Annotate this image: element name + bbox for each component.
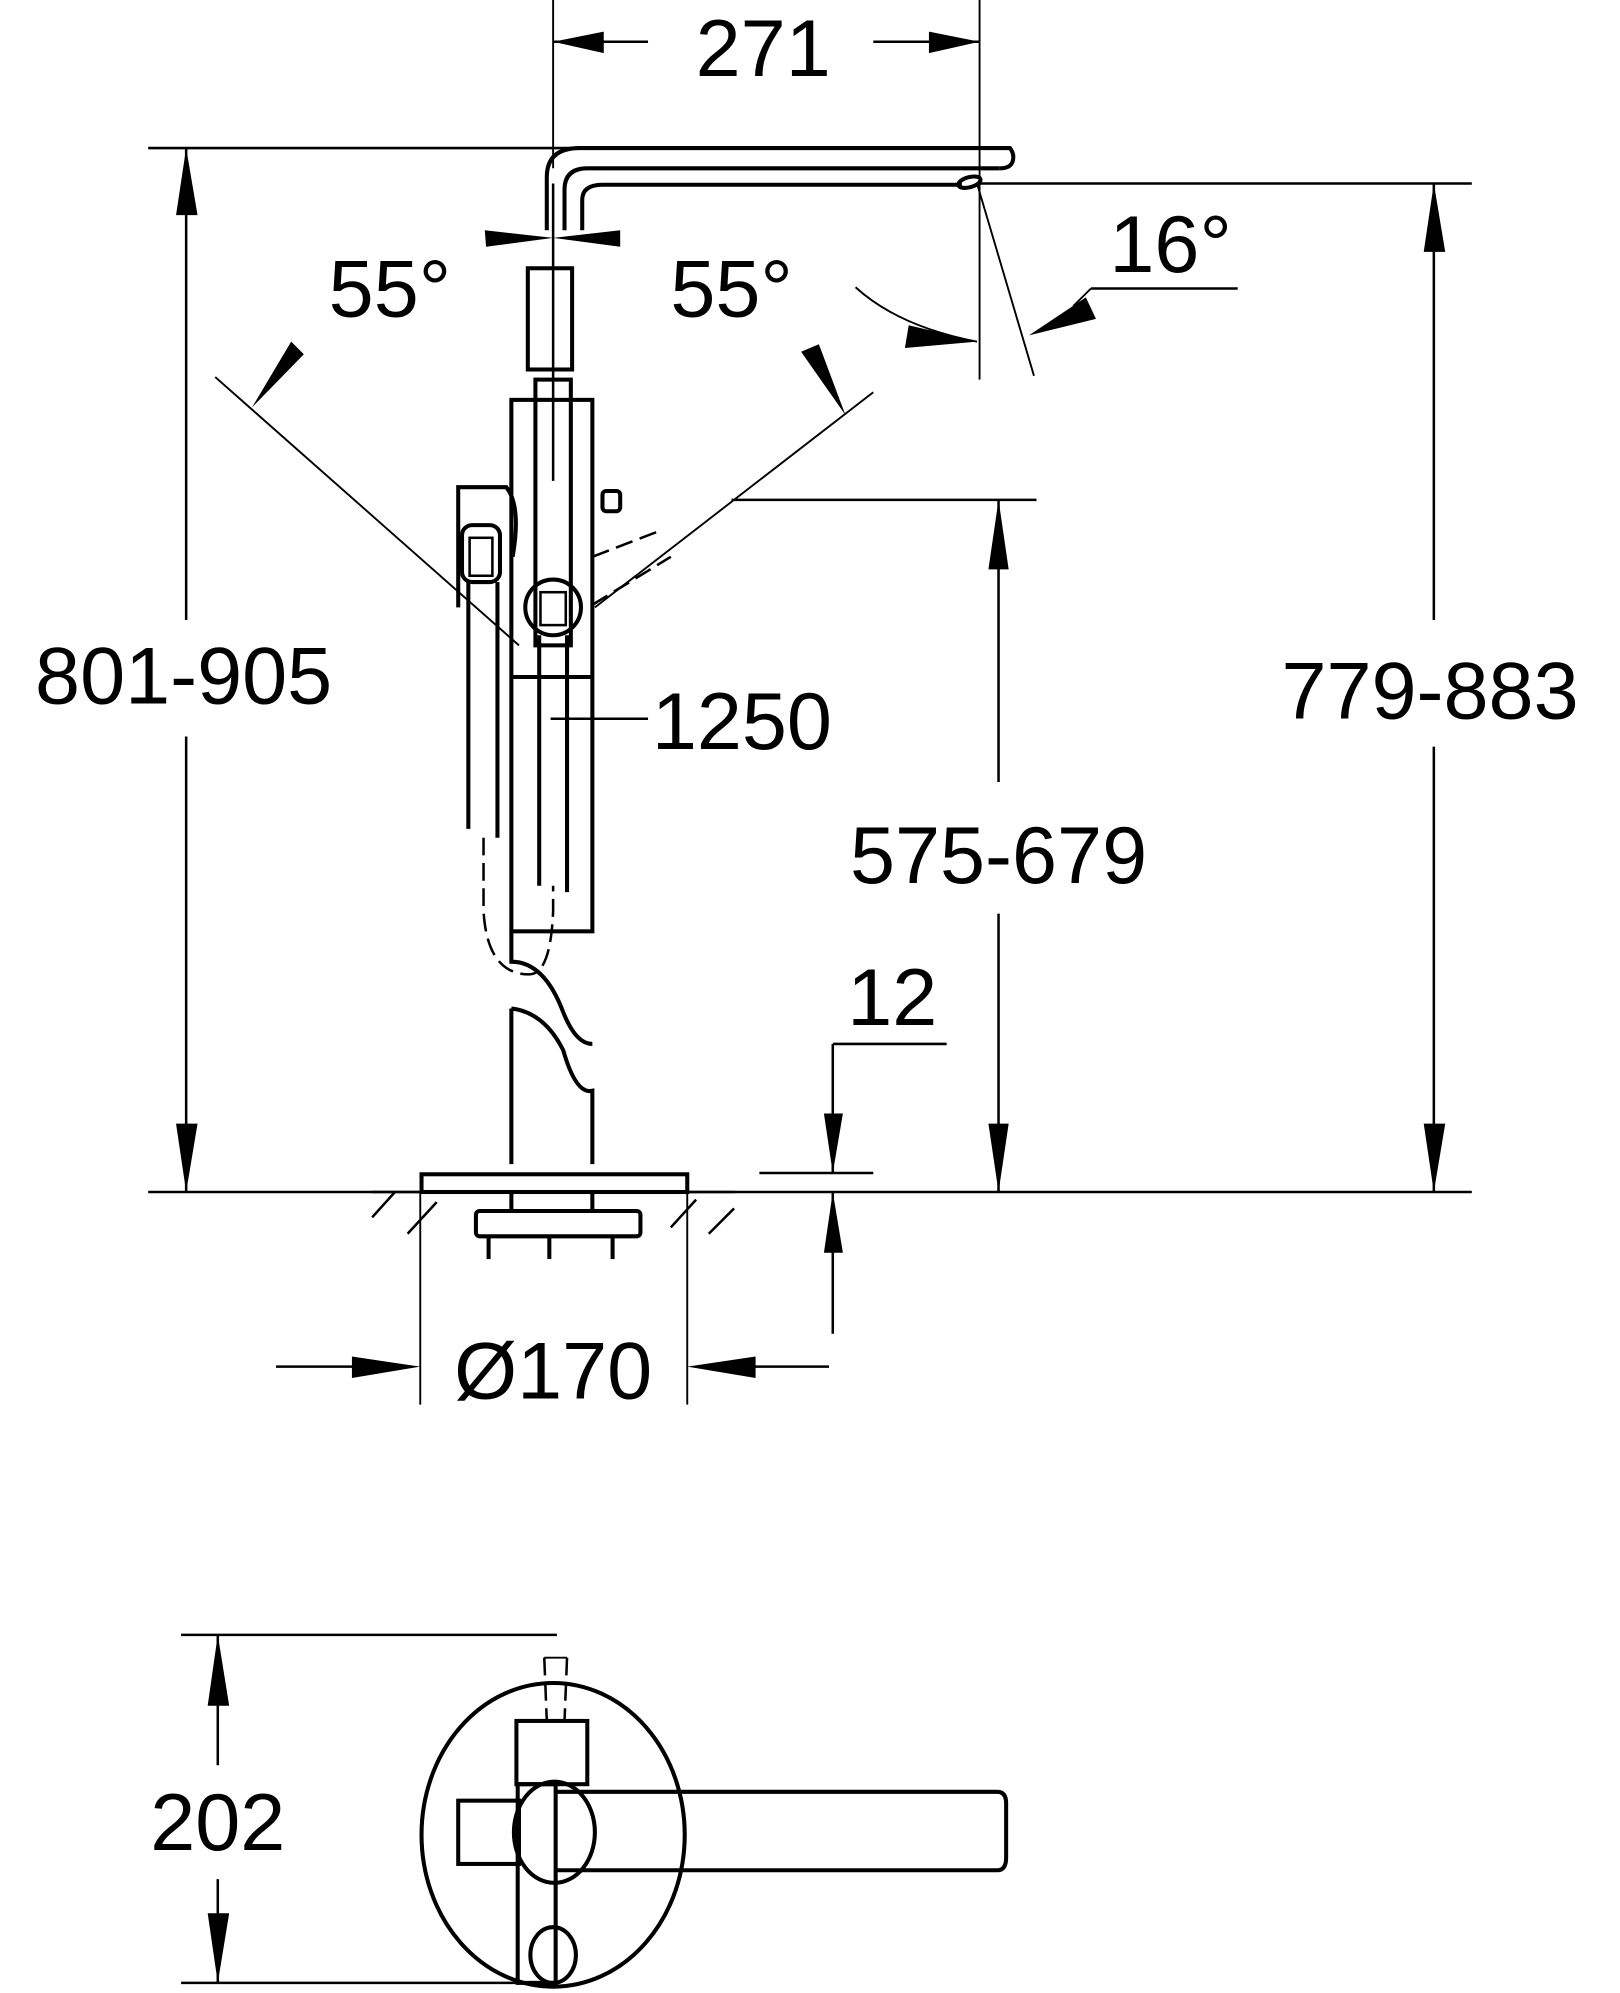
dim-1250-label: 1250	[652, 677, 832, 767]
mixer-side-view	[371, 146, 1016, 1260]
dimension-angle-16: 16°	[854, 183, 1238, 377]
dim-12-label: 12	[847, 953, 937, 1043]
dim-801-905-label: 801-905	[35, 632, 332, 722]
dim-271-label: 271	[696, 4, 831, 94]
dimension-base-diameter: Ø170	[276, 1192, 829, 1416]
angle-left-label: 55°	[329, 244, 451, 334]
dim-diameter-label: Ø170	[454, 1326, 652, 1416]
dim-779-883-label: 779-883	[1281, 647, 1578, 737]
dimension-outlet-height: 779-883	[977, 182, 1579, 1193]
angle-16-label: 16°	[1109, 200, 1231, 290]
dimension-overall-height: 801-905	[35, 146, 1472, 1194]
dim-202-label: 202	[150, 1778, 285, 1868]
dimension-holder-height: 575-679	[731, 498, 1147, 1193]
dimension-271: 271	[552, 0, 981, 380]
dimension-angles-55: 55° 55°	[214, 183, 874, 647]
mixer-plan-view: 202	[150, 1633, 1009, 1989]
dimension-hose-length: 1250	[550, 677, 832, 767]
dim-575-679-label: 575-679	[850, 811, 1147, 901]
angle-right-label: 55°	[670, 244, 792, 334]
dimension-base-thickness: 12	[759, 953, 947, 1334]
